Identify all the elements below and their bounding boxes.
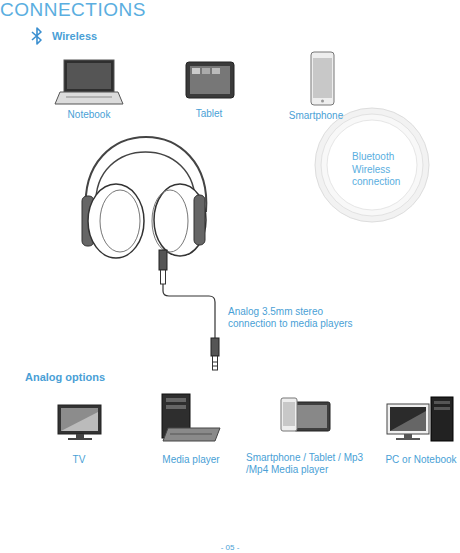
device-label: PC or Notebook bbox=[376, 454, 460, 466]
tablet-image bbox=[192, 68, 200, 74]
audio-cable bbox=[213, 356, 218, 370]
tv-image bbox=[68, 438, 92, 440]
bluetooth-icon bbox=[32, 28, 41, 44]
notebook-image bbox=[64, 60, 114, 92]
headphones bbox=[82, 137, 206, 258]
bluetooth-icon bbox=[32, 28, 41, 44]
section-heading: Analog options bbox=[25, 371, 145, 384]
smartphone-tablet-image bbox=[283, 402, 295, 426]
node-text: Bluetooth Wireless connection bbox=[352, 151, 418, 189]
tablet-image bbox=[190, 66, 230, 94]
smartphone-image bbox=[311, 52, 334, 105]
audio-cable bbox=[159, 250, 167, 270]
device-label: Notebook bbox=[49, 109, 129, 121]
pc-image bbox=[434, 401, 450, 404]
media-player-image bbox=[166, 398, 186, 402]
headphones bbox=[88, 184, 144, 258]
tv-image bbox=[58, 405, 101, 440]
pc-image bbox=[404, 434, 412, 438]
pc-image bbox=[434, 407, 450, 410]
device-label: Smartphone bbox=[276, 110, 356, 122]
headphones bbox=[194, 195, 205, 245]
notebook-image bbox=[66, 97, 112, 98]
bluetooth-rings bbox=[321, 114, 423, 216]
tablet-image bbox=[186, 62, 234, 98]
audio-cable bbox=[161, 270, 166, 284]
tv-image bbox=[61, 408, 98, 431]
page-title: CONNECTIONS bbox=[0, 0, 146, 21]
smartphone-tablet-image bbox=[297, 405, 327, 428]
device-label: Tablet bbox=[169, 108, 249, 120]
audio-cable bbox=[211, 338, 219, 356]
bluetooth-rings bbox=[327, 120, 417, 210]
smartphone-tablet-image bbox=[294, 402, 330, 431]
tablet-image bbox=[202, 68, 210, 74]
smartphone-image bbox=[321, 100, 324, 103]
audio-cable bbox=[163, 284, 215, 338]
smartphone-tablet-image bbox=[281, 398, 330, 431]
bluetooth-rings bbox=[315, 108, 429, 222]
section-heading: Wireless bbox=[52, 30, 132, 43]
audio-cable bbox=[159, 250, 219, 370]
page-number: - 05 - bbox=[200, 543, 260, 553]
pc-image bbox=[390, 411, 426, 431]
pc-image bbox=[387, 404, 429, 434]
pc-image bbox=[387, 397, 453, 441]
bluetooth-rings bbox=[315, 108, 429, 222]
tv-image bbox=[58, 405, 101, 434]
media-player-image bbox=[163, 428, 220, 441]
device-label: Media player bbox=[151, 454, 231, 466]
tablet-image bbox=[186, 62, 234, 98]
device-label: TV bbox=[49, 454, 109, 466]
cable-note: Analog 3.5mm stereo connection to media … bbox=[228, 306, 373, 330]
headphones bbox=[152, 190, 188, 252]
pc-image bbox=[431, 397, 453, 441]
smartphone-image bbox=[311, 52, 334, 105]
tablet-image bbox=[212, 68, 220, 74]
notebook-image bbox=[55, 92, 123, 104]
device-label: Smartphone / Tablet / Mp3 /Mp4 Media pla… bbox=[246, 452, 368, 476]
tv-image bbox=[76, 434, 84, 438]
media-player-image bbox=[166, 405, 186, 409]
audio-cable bbox=[213, 366, 218, 367]
tv-image bbox=[61, 412, 98, 431]
pc-image bbox=[396, 438, 420, 440]
notebook-image bbox=[55, 60, 123, 104]
notebook-image bbox=[67, 63, 111, 89]
media-player-image bbox=[170, 434, 212, 435]
headphones bbox=[100, 190, 140, 252]
media-player-image bbox=[162, 394, 220, 441]
smartphone-image bbox=[313, 58, 332, 98]
audio-cable bbox=[213, 362, 218, 363]
bluetooth-circle: Bluetooth Wireless connection bbox=[352, 151, 418, 189]
pc-image bbox=[390, 407, 426, 431]
smartphone-tablet-image bbox=[281, 398, 297, 431]
